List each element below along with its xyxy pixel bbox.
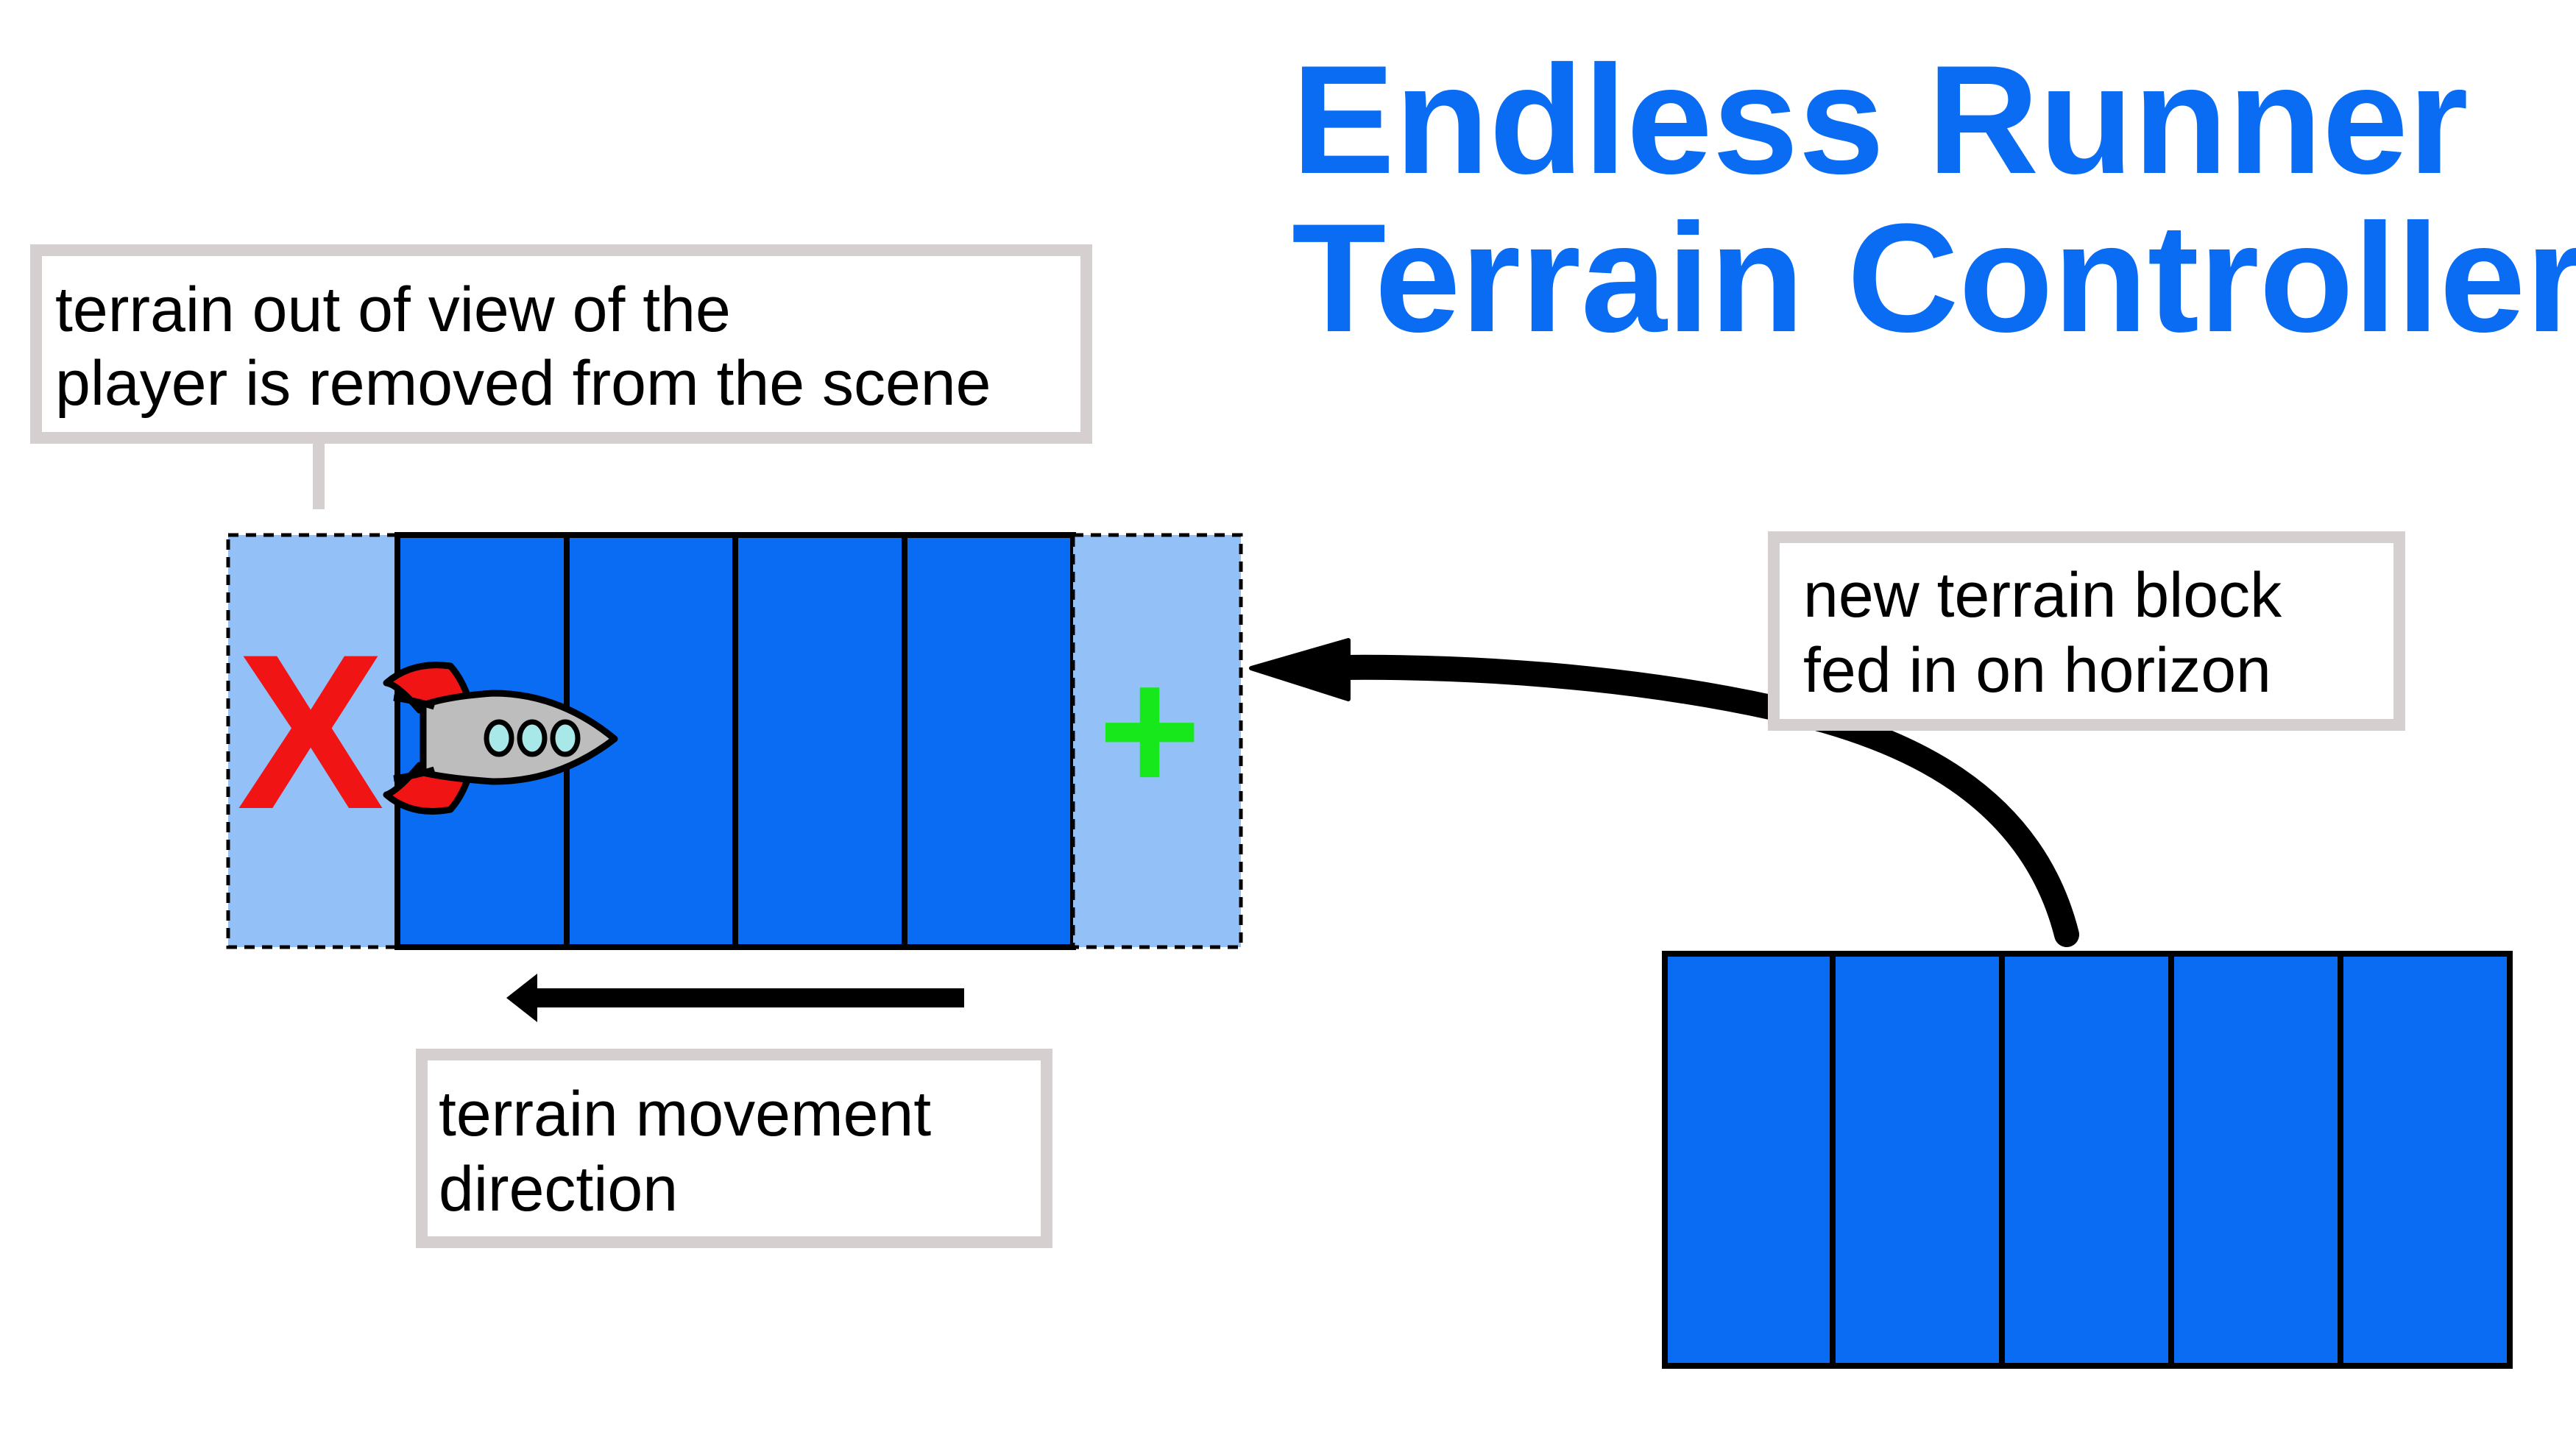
arrow-left-icon <box>506 974 964 1022</box>
terrain-block-removed <box>226 533 400 949</box>
terrain-strip-incoming <box>1662 951 2513 1369</box>
callout-new-block: new terrain block fed in on horizon <box>1768 531 2405 731</box>
callout-new-block-line-1: new terrain block <box>1803 560 2282 631</box>
remove-mark: X <box>237 608 386 855</box>
title-line-1: Endless Runner <box>1292 33 2469 206</box>
callout-removed-line-2: player is removed from the scene <box>55 348 991 419</box>
callout-movement-line-2: direction <box>439 1154 678 1225</box>
terrain-block-new <box>1662 951 2513 1369</box>
callout-movement-box <box>416 1049 1052 1248</box>
callout-removed-box <box>30 244 1092 444</box>
title-line-2: Terrain Controller <box>1292 191 2576 364</box>
callout-new-block-box <box>1768 531 2405 731</box>
callout-removed: terrain out of view of the player is rem… <box>30 244 1092 509</box>
callout-movement: terrain movement direction <box>416 1049 1052 1248</box>
callout-removed-line-1: terrain out of view of the <box>55 274 731 345</box>
callout-new-block-line-2: fed in on horizon <box>1803 635 2271 706</box>
rocket-icon <box>383 662 618 815</box>
terrain-block <box>732 532 907 950</box>
terrain-block-added <box>1071 533 1243 949</box>
callout-movement-line-1: terrain movement <box>439 1079 931 1149</box>
add-mark: + <box>1098 631 1201 829</box>
terrain-block <box>902 532 1076 950</box>
terrain-strip-current: X + <box>226 532 1243 950</box>
